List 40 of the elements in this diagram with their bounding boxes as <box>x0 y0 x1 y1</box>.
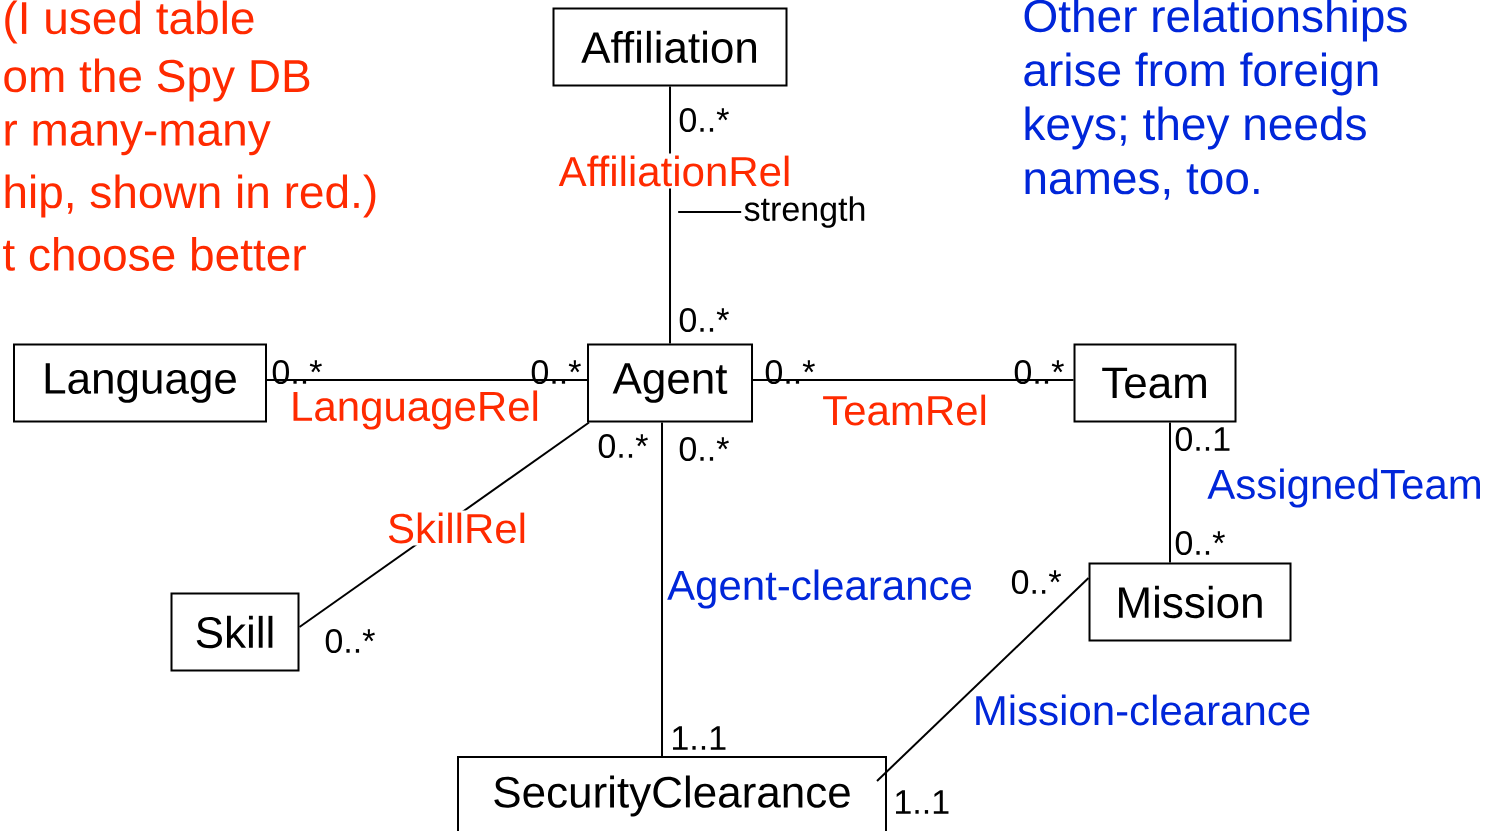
attribute-label: strength <box>744 196 865 228</box>
edge-label: SkillRel <box>385 510 530 546</box>
edge-label: LanguageRel <box>288 388 542 432</box>
class-box: Affiliation <box>552 7 788 87</box>
note-text: names, too. <box>1025 164 1259 200</box>
edge-label: Mission-clearance <box>970 692 1314 728</box>
class-box: SecurityClearance <box>457 756 887 831</box>
leader-line <box>677 211 743 213</box>
note-text: arise from foreign <box>1024 52 1378 96</box>
note-text: (I used table <box>5 0 254 44</box>
class-box: Agent <box>587 343 753 423</box>
multiplicity-label: 0..* <box>679 107 729 133</box>
multiplicity-label: 0..* <box>679 307 729 333</box>
multiplicity-label: 1..1 <box>673 726 726 750</box>
class-box: Language <box>13 343 267 423</box>
note-text: t choose better <box>3 237 306 271</box>
multiplicity-label: 0..* <box>1175 530 1225 556</box>
note-text: hip, shown in red.) <box>5 174 376 218</box>
multiplicity-label: 0..* <box>679 436 729 462</box>
note-text: keys; they needs <box>1025 106 1366 150</box>
class-box: Skill <box>170 592 300 672</box>
multiplicity-label: 0..* <box>325 628 375 654</box>
note-text: om the Spy DB <box>4 58 310 102</box>
association-line <box>661 421 663 757</box>
association-line <box>876 577 1090 782</box>
association-line <box>1169 421 1171 564</box>
association-line <box>669 85 671 345</box>
association-line <box>266 379 588 381</box>
edge-label: AssignedTeam <box>1205 466 1485 510</box>
edge-label: AffiliationRel <box>556 153 794 189</box>
class-box: Team <box>1073 343 1237 423</box>
multiplicity-label: 0..* <box>1011 569 1062 595</box>
association-line <box>752 379 1075 381</box>
class-box: Mission <box>1088 562 1292 642</box>
multiplicity-label: 0..1 <box>1175 426 1230 452</box>
multiplicity-label: 1..1 <box>896 790 949 814</box>
note-text: r many-many <box>5 120 271 156</box>
edge-label: Agent-clearance <box>665 567 975 611</box>
edge-label: TeamRel <box>820 392 990 428</box>
multiplicity-label: 0..* <box>598 433 648 459</box>
